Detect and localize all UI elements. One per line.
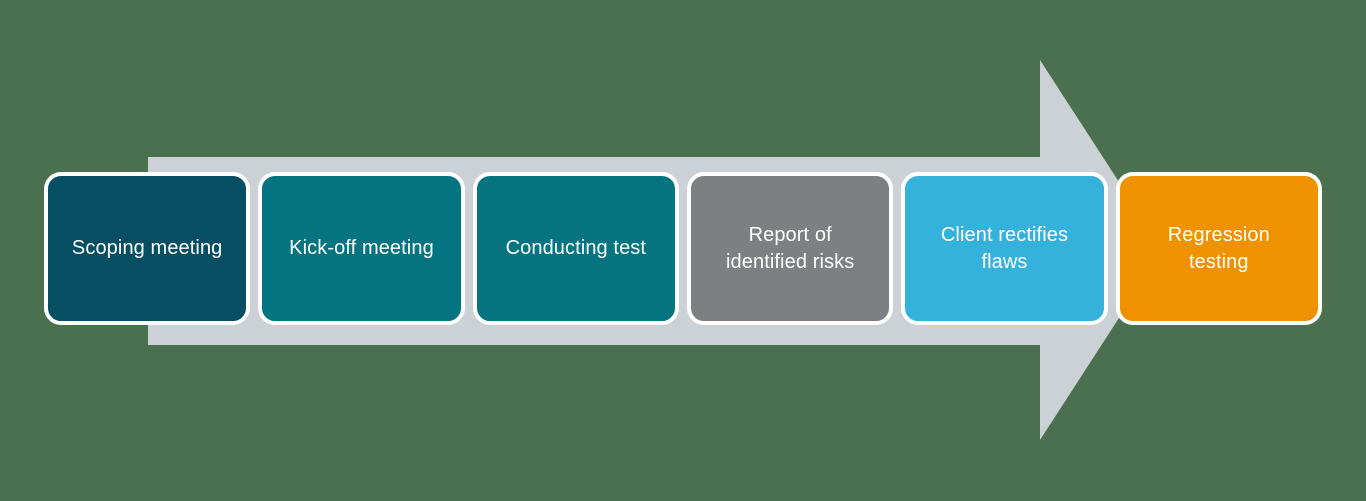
stage-box-regression-testing[interactable]: Regression testing [1115,172,1322,325]
stage-label-client-rectifies-flaws: Client rectifies flaws [940,223,1069,273]
stage-box-client-rectifies-flaws[interactable]: Client rectifies flaws [901,172,1108,325]
stage-box-report-of-identified-risks[interactable]: Report of identified risks [686,172,894,325]
stage-box-scoping-meeting[interactable]: Scoping meeting [44,172,251,325]
stage-box-kick-off-meeting[interactable]: Kick-off meeting [258,172,465,325]
stage-label-report-of-identified-risks: Report of identified risks [725,223,855,273]
stage-label-scoping-meeting: Scoping meeting [71,237,223,260]
stage-label-regression-testing: Regression testing [1167,223,1270,273]
stage-box-conducting-test[interactable]: Conducting test [472,172,679,325]
stage-box-row: Scoping meeting Kick-off meeting Conduct… [44,172,1322,325]
stage-label-conducting-test: Conducting test [505,237,647,260]
stage-label-kick-off-meeting: Kick-off meeting [289,237,434,260]
